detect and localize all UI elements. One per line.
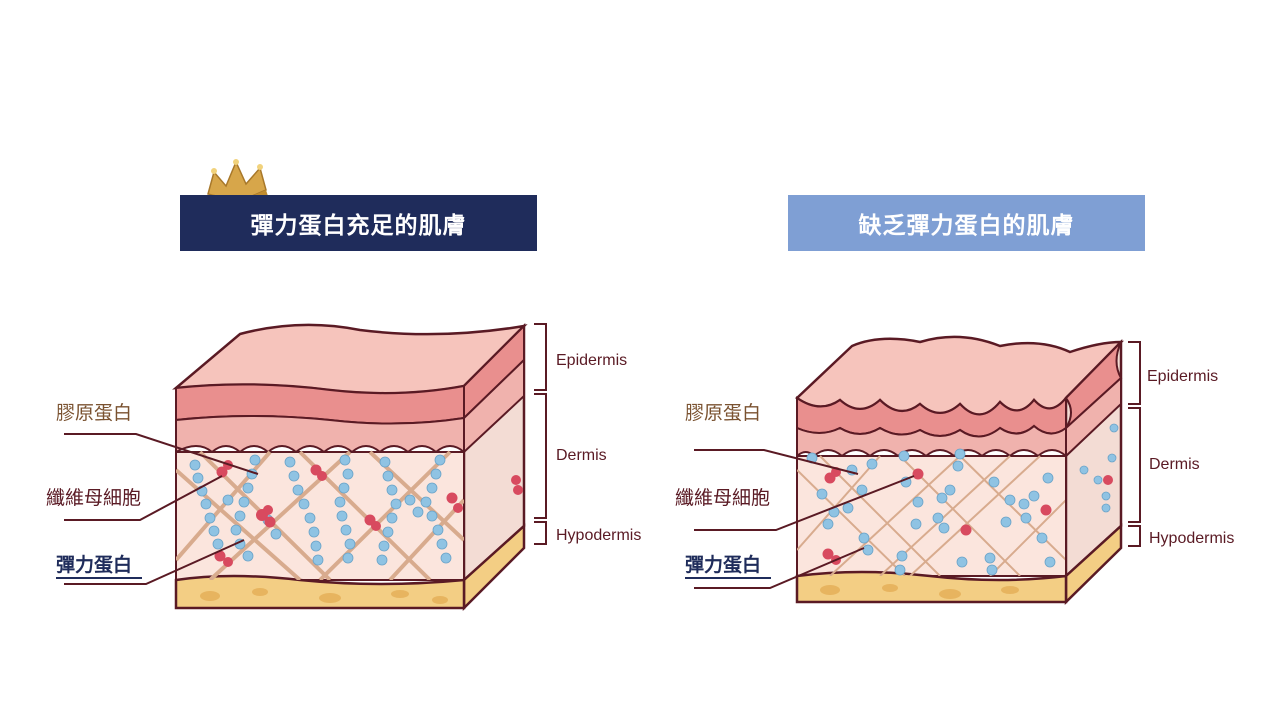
elastin-label: 彈力蛋白 xyxy=(56,553,132,576)
elastin-leader-line xyxy=(64,539,245,585)
elastin-leader-line xyxy=(694,547,865,589)
fibroblast-label: 纖維母細胞 xyxy=(46,487,141,509)
hypodermis-label: Hypodermis xyxy=(1149,530,1234,547)
fibroblast-leader-line xyxy=(694,475,915,531)
dermis-label: Dermis xyxy=(556,447,607,464)
collagen-label: 膠原蛋白 xyxy=(56,402,132,424)
collagen-label: 膠原蛋白 xyxy=(685,402,761,424)
fibroblast-cells xyxy=(214,460,523,567)
epidermis-label: Epidermis xyxy=(1147,368,1218,385)
fibroblast-leader-line xyxy=(64,475,223,521)
fibroblast-label: 纖維母細胞 xyxy=(675,487,770,509)
layer-brackets xyxy=(1128,341,1141,547)
skin-block-elastin-rich: Epidermis Dermis Hypodermis 膠原蛋白 纖維母細胞 彈… xyxy=(46,322,641,612)
elastin-label: 彈力蛋白 xyxy=(685,553,761,576)
collagen-leader-line xyxy=(64,433,259,475)
epidermis-label: Epidermis xyxy=(556,352,627,369)
dermis-papillary-band xyxy=(796,424,1067,459)
panel-title-elastin-rich: 彈力蛋白充足的肌膚 xyxy=(180,195,537,251)
hypodermis-label: Hypodermis xyxy=(556,527,641,544)
collagen-leader-line xyxy=(694,449,859,475)
layer-brackets xyxy=(534,323,547,545)
elastin-fibers xyxy=(189,454,452,566)
hypodermis-layer xyxy=(174,574,466,610)
panel-title-elastin-deficient: 缺乏彈力蛋白的肌膚 xyxy=(788,195,1145,251)
skin-block-elastin-deficient: Epidermis Dermis Hypodermis 膠原蛋白 纖維母細胞 彈… xyxy=(675,335,1234,605)
dermis-label: Dermis xyxy=(1149,456,1200,473)
hypodermis-layer xyxy=(795,570,1068,604)
